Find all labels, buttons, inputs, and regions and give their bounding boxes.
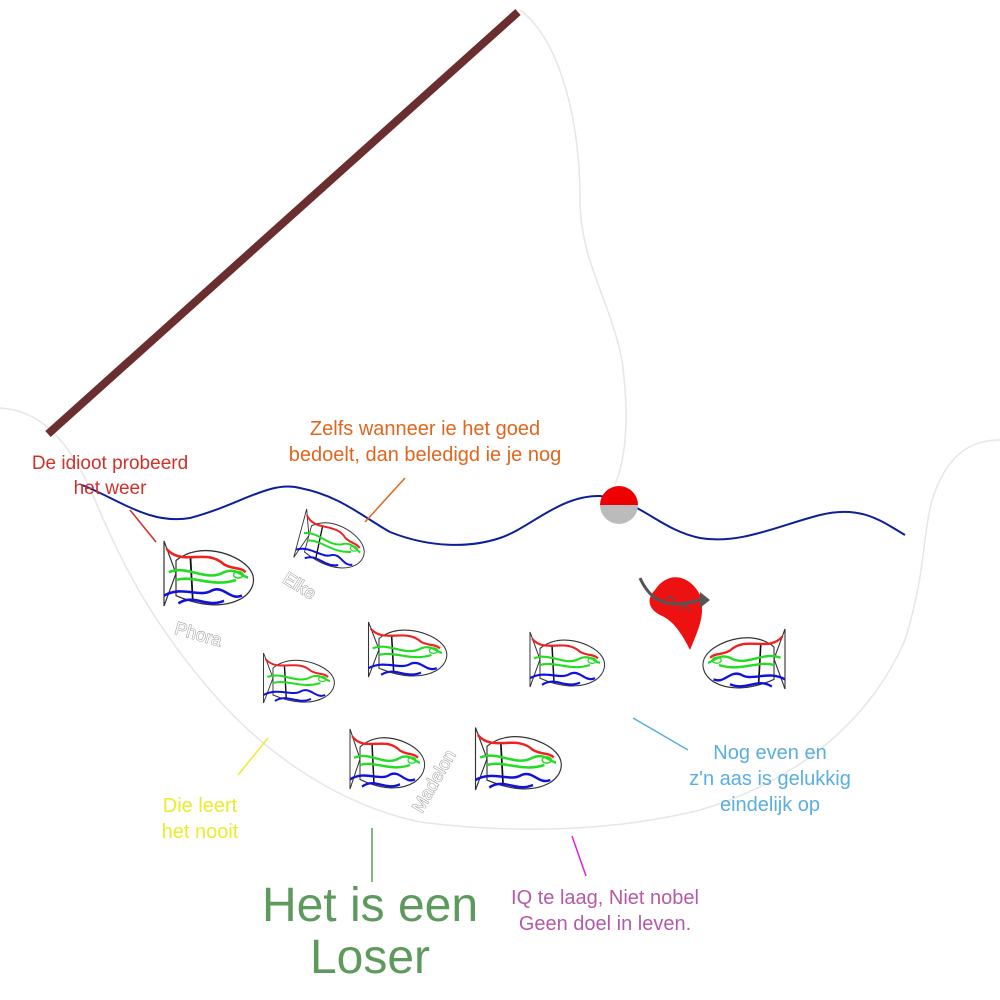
annotation-line: Die leert <box>162 795 238 817</box>
annotation-line: De idioot probeerd <box>31 453 189 474</box>
annotation-line: bedoelt, dan beledigd ie je nog <box>288 444 562 466</box>
bait <box>638 577 710 650</box>
annotation-idioot: De idioot probeerd het weer <box>10 452 210 501</box>
annotation-leert: Die leert het nooit <box>140 793 260 845</box>
fish-bottom-left <box>348 727 426 791</box>
bobber <box>600 486 638 524</box>
fishing-rod <box>45 9 521 437</box>
annotation-line: Geen doel in leven. <box>518 913 692 935</box>
bowl-outline <box>0 407 1000 830</box>
pointer-leert <box>237 737 269 776</box>
fish-small-left <box>262 652 336 704</box>
annotation-line: eindelijk op <box>719 794 821 816</box>
fish-madelon <box>474 726 563 792</box>
hill-outline <box>519 9 627 486</box>
annotation-loser: Het is een Loser <box>250 880 490 984</box>
fish-right-center <box>528 630 606 689</box>
fish-phora <box>162 539 255 608</box>
pointer-nog <box>632 717 689 751</box>
fish-far-right <box>701 627 787 691</box>
annotation-line: z'n aas is gelukkig <box>689 768 851 790</box>
annotation-line: Het is een <box>261 879 479 932</box>
annotation-line: het weer <box>73 477 147 499</box>
water-line <box>81 484 906 546</box>
annotation-nog-even: Nog even en z'n aas is gelukkig eindelij… <box>660 740 880 818</box>
annotation-line: Zelfs wanneer ie het goed <box>309 418 541 440</box>
fish-center <box>367 620 448 679</box>
annotation-iq: IQ te laag, Niet nobel Geen doel in leve… <box>480 885 730 937</box>
annotation-line: Loser <box>309 930 431 984</box>
annotation-line: Nog even en <box>713 742 827 764</box>
fish-elke <box>292 508 373 576</box>
pointer-idioot <box>129 509 157 543</box>
pointer-iq <box>571 835 587 877</box>
pointer-zelfs <box>364 477 406 523</box>
annotation-line: het nooit <box>161 821 239 843</box>
annotation-zelfs: Zelfs wanneer ie het goed bedoelt, dan b… <box>255 416 595 468</box>
annotation-line: IQ te laag, Niet nobel <box>511 887 699 909</box>
